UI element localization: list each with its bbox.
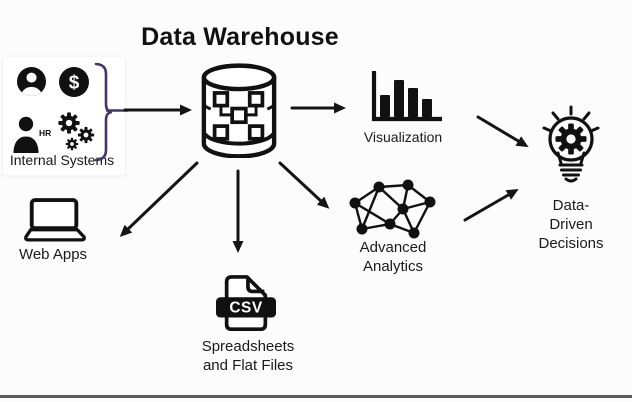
arrow-warehouse-to-webapps — [119, 161, 199, 237]
laptop-icon — [24, 198, 86, 242]
visualization-label: Visualization — [363, 129, 443, 145]
database-icon — [201, 63, 277, 158]
csv-file-icon: CSV — [216, 275, 276, 331]
hr-person-icon: HR — [13, 116, 51, 153]
spreadsheets-label: Spreadsheets and Flat Files — [201, 338, 295, 375]
lightbulb-gear-icon — [542, 105, 600, 183]
svg-text:HR: HR — [39, 128, 51, 138]
brace-icon — [94, 62, 113, 162]
bottom-border-line — [0, 395, 632, 398]
decisions-label: Data- Driven Decisions — [538, 197, 604, 253]
arrow-visualization-to-decisions — [476, 115, 529, 148]
network-graph-icon — [349, 179, 436, 239]
arrow-analytics-to-decisions — [463, 188, 519, 222]
user-avatar-icon — [16, 66, 47, 97]
dollar-icon: $ — [59, 67, 89, 97]
svg-text:$: $ — [69, 73, 80, 94]
arrow-warehouse-to-analytics — [278, 161, 330, 209]
web-apps-label: Web Apps — [18, 246, 88, 263]
page-title: Data Warehouse — [141, 23, 339, 51]
internal-systems-label: Internal Systems — [9, 152, 115, 168]
advanced-analytics-label: Advanced Analytics — [359, 239, 427, 276]
svg-text:CSV: CSV — [229, 300, 262, 317]
bar-chart-icon — [371, 71, 442, 122]
